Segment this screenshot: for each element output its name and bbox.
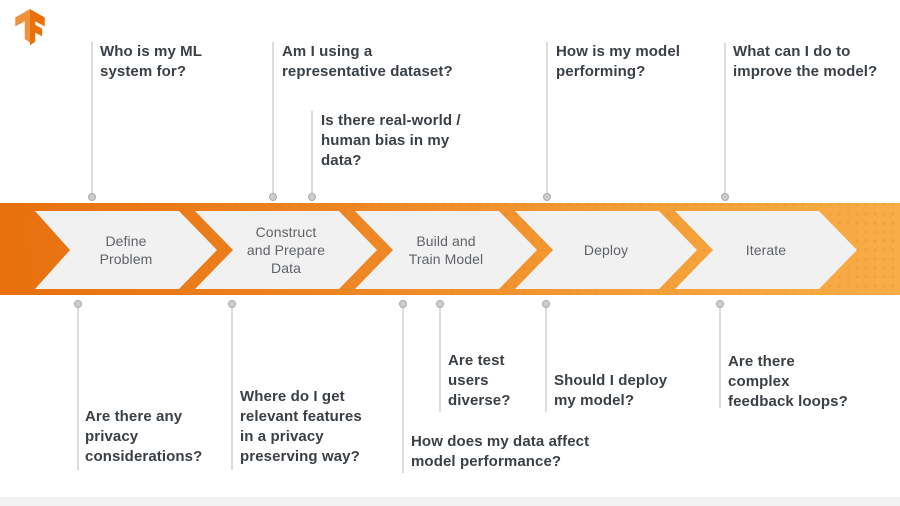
pipeline-band: Define Problem Construct and Prepare Dat… — [0, 203, 900, 295]
question-text: Who is my ML system for? — [100, 43, 203, 80]
footer-strip — [0, 497, 900, 506]
question-text: Are there complex feedback loops? — [728, 353, 848, 410]
connector-line — [545, 308, 547, 412]
stage-label: Deploy — [583, 242, 629, 258]
stage-deploy: Deploy — [515, 211, 697, 289]
stage-label: Build and Train Model — [408, 233, 484, 267]
question-text: How does my data affect model performanc… — [411, 433, 590, 470]
stage-iterate: Iterate — [675, 211, 857, 289]
connector-line — [311, 111, 313, 194]
stage-label: Construct and Prepare Data — [246, 224, 326, 276]
question-text: Where do I get relevant features in a pr… — [240, 388, 362, 465]
connector-line — [724, 43, 726, 194]
question-text: How is my model performing? — [556, 43, 681, 80]
connector-line — [439, 308, 441, 412]
connector-line — [231, 308, 233, 470]
connector-dot — [542, 300, 550, 308]
connector-dot — [74, 300, 82, 308]
connector-dot — [228, 300, 236, 308]
connector-dot — [716, 300, 724, 308]
connector-dot — [543, 193, 551, 201]
connector-line — [719, 308, 721, 408]
connector-line — [77, 308, 79, 470]
tensorflow-logo-icon — [15, 9, 45, 46]
connector-line — [272, 42, 274, 194]
stage-define-problem: Define Problem — [35, 211, 217, 289]
question-text: Are test users diverse? — [448, 352, 511, 409]
question-text: Are there any privacy considerations? — [85, 408, 203, 465]
connector-line — [546, 42, 548, 194]
connector-dot — [269, 193, 277, 201]
question-text: Should I deploy my model? — [554, 372, 668, 409]
connector-dot — [308, 193, 316, 201]
connector-dot — [399, 300, 407, 308]
connector-dot — [721, 193, 729, 201]
stage-construct-prepare-data: Construct and Prepare Data — [195, 211, 377, 289]
question-text: Am I using a representative dataset? — [282, 43, 453, 80]
question-text: What can I do to improve the model? — [733, 43, 878, 80]
connector-line — [402, 308, 404, 473]
stage-build-train-model: Build and Train Model — [355, 211, 537, 289]
connector-line — [91, 42, 93, 194]
connector-dot — [88, 193, 96, 201]
connector-dot — [436, 300, 444, 308]
stage-label: Define Problem — [99, 233, 153, 267]
question-text: Is there real-world / human bias in my d… — [321, 112, 461, 169]
stage-label: Iterate — [745, 242, 787, 258]
